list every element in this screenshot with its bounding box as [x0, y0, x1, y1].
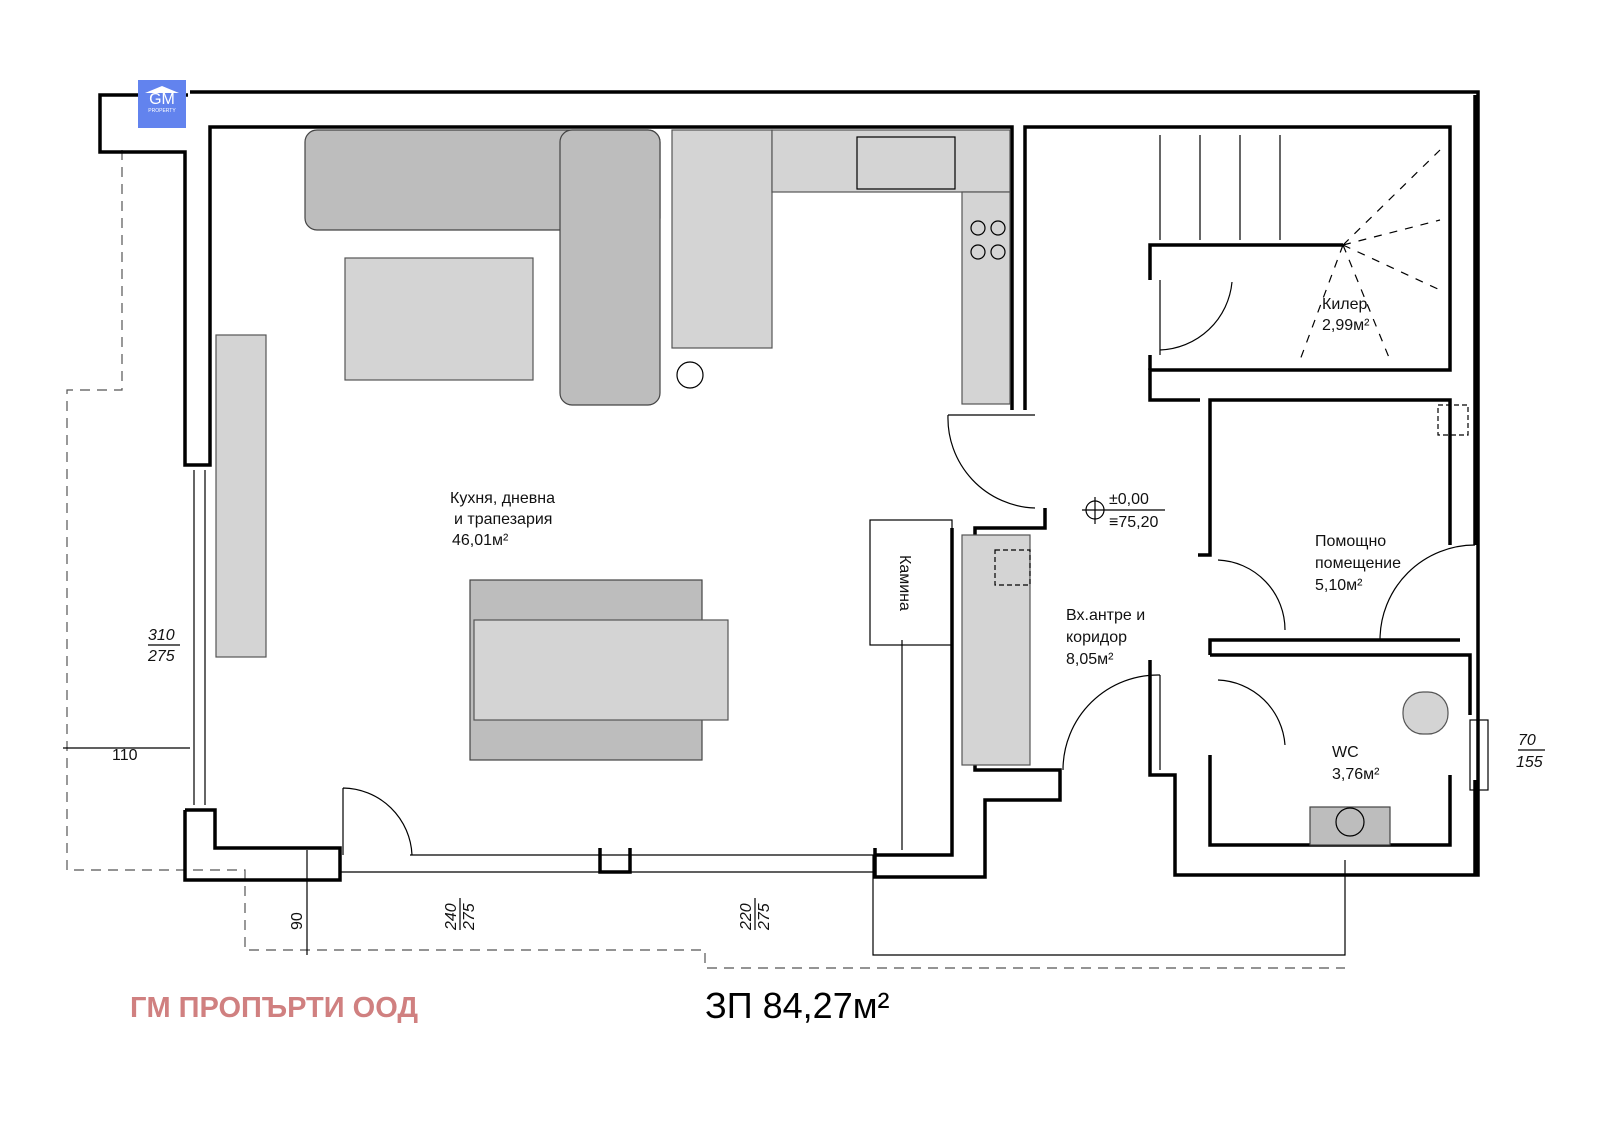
dim-top: 240: [443, 903, 460, 931]
dimension-door-front: 240 275: [443, 898, 478, 931]
sink: [856, 136, 956, 190]
utility-fixture: [1437, 404, 1469, 436]
room-area: 8,05м²: [1066, 651, 1114, 668]
hall-wardrobe: [961, 534, 1031, 766]
furniture: [215, 129, 1469, 846]
company-name: ГМ ПРОПЪРТИ ООД: [130, 992, 419, 1024]
kitchen-island: [671, 129, 773, 349]
house-roof-icon: [145, 86, 179, 93]
logo-text: GM: [149, 91, 175, 108]
room-area: 3,76м²: [1332, 766, 1380, 783]
tv-console: [215, 334, 267, 658]
company-logo: GM PROPERTY: [138, 80, 186, 128]
washbasin-icon: [1309, 806, 1391, 846]
room-kitchen-label: Кухня, дневна и трапезария 46,01м²: [450, 490, 555, 549]
terrace-outline: [66, 150, 1345, 969]
level-relative: ±0,00: [1109, 491, 1149, 508]
logo-subtext: PROPERTY: [148, 108, 176, 114]
room-area: 5,10м²: [1315, 577, 1363, 594]
room-name: Помощно: [1315, 533, 1386, 550]
dimension-overhang: 110: [112, 747, 138, 764]
dim-top: 310: [148, 627, 175, 644]
level-marker: ±0,00 ≡75,20: [1082, 491, 1165, 531]
dim-top: 220: [738, 903, 755, 931]
windows: [193, 470, 1489, 873]
fireplace-label: Камина: [896, 555, 913, 611]
doors: [342, 280, 1476, 856]
sofa-corner: [559, 129, 661, 406]
fireplace: [869, 519, 953, 646]
boiler: [994, 549, 1031, 586]
room-name: и трапезария: [454, 511, 552, 528]
toilet-icon: [1402, 691, 1449, 735]
rug: [344, 257, 534, 381]
bar-stool: [676, 361, 704, 389]
dimension-step: 90: [289, 912, 306, 930]
room-name: WC: [1332, 744, 1359, 761]
dim-top: 70: [1518, 732, 1536, 749]
room-wc-label: WC 3,76м²: [1332, 744, 1380, 783]
room-hall-label: Вх.антре и коридор 8,05м²: [1066, 607, 1145, 668]
dim-bottom: 275: [461, 903, 478, 931]
dimension-window-front: 220 275: [738, 898, 773, 931]
kitchen-counter: [771, 129, 1011, 193]
room-name: коридор: [1066, 629, 1127, 646]
dimension-lines: [63, 640, 1346, 956]
room-name: Вх.антре и: [1066, 607, 1145, 624]
dining-table: [473, 619, 729, 721]
dim-bottom: 275: [147, 648, 175, 665]
room-name: помещение: [1315, 555, 1401, 572]
room-name: Килер: [1322, 296, 1367, 313]
level-absolute: ≡75,20: [1109, 514, 1158, 531]
dimension-window-wc: 70 155: [1516, 732, 1545, 771]
kitchen-counter-side: [961, 191, 1011, 405]
dimension-window-left: 310 275: [147, 627, 180, 665]
room-name: Кухня, дневна: [450, 490, 555, 507]
dim-bottom: 155: [1516, 754, 1543, 771]
cooktop: [970, 220, 1006, 260]
dim-bottom: 275: [756, 903, 773, 931]
room-area: 2,99м²: [1322, 317, 1370, 334]
staircase: [1159, 135, 1441, 361]
room-utility-label: Помощно помещение 5,10м²: [1315, 533, 1401, 594]
room-area: 46,01м²: [452, 532, 509, 549]
room-pantry-label: Килер 2,99м²: [1322, 296, 1370, 334]
built-area: ЗП 84,27м²: [705, 985, 890, 1026]
